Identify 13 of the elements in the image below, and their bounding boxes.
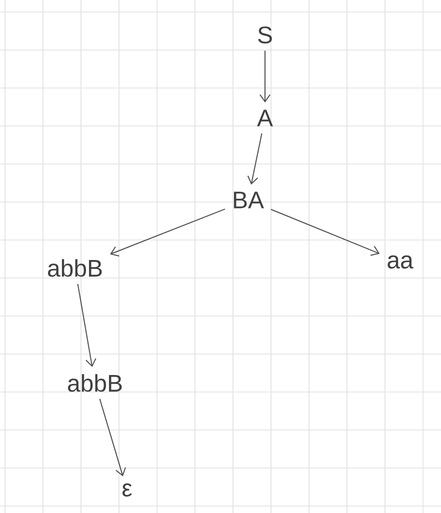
arrow xyxy=(270,208,380,256)
symbol-string: ε xyxy=(122,483,132,497)
symbol-string: A xyxy=(257,110,273,126)
arrow xyxy=(110,208,226,257)
arrow xyxy=(260,50,270,103)
symbol-string: S xyxy=(258,26,272,44)
arrow xyxy=(247,132,262,185)
symbol-string: abbB xyxy=(68,374,122,392)
symbol-string: BA xyxy=(234,192,264,208)
arrow xyxy=(77,283,96,368)
arrow xyxy=(99,398,126,476)
symbol-string: abbB xyxy=(48,259,102,277)
symbol-string: aa xyxy=(388,255,414,269)
